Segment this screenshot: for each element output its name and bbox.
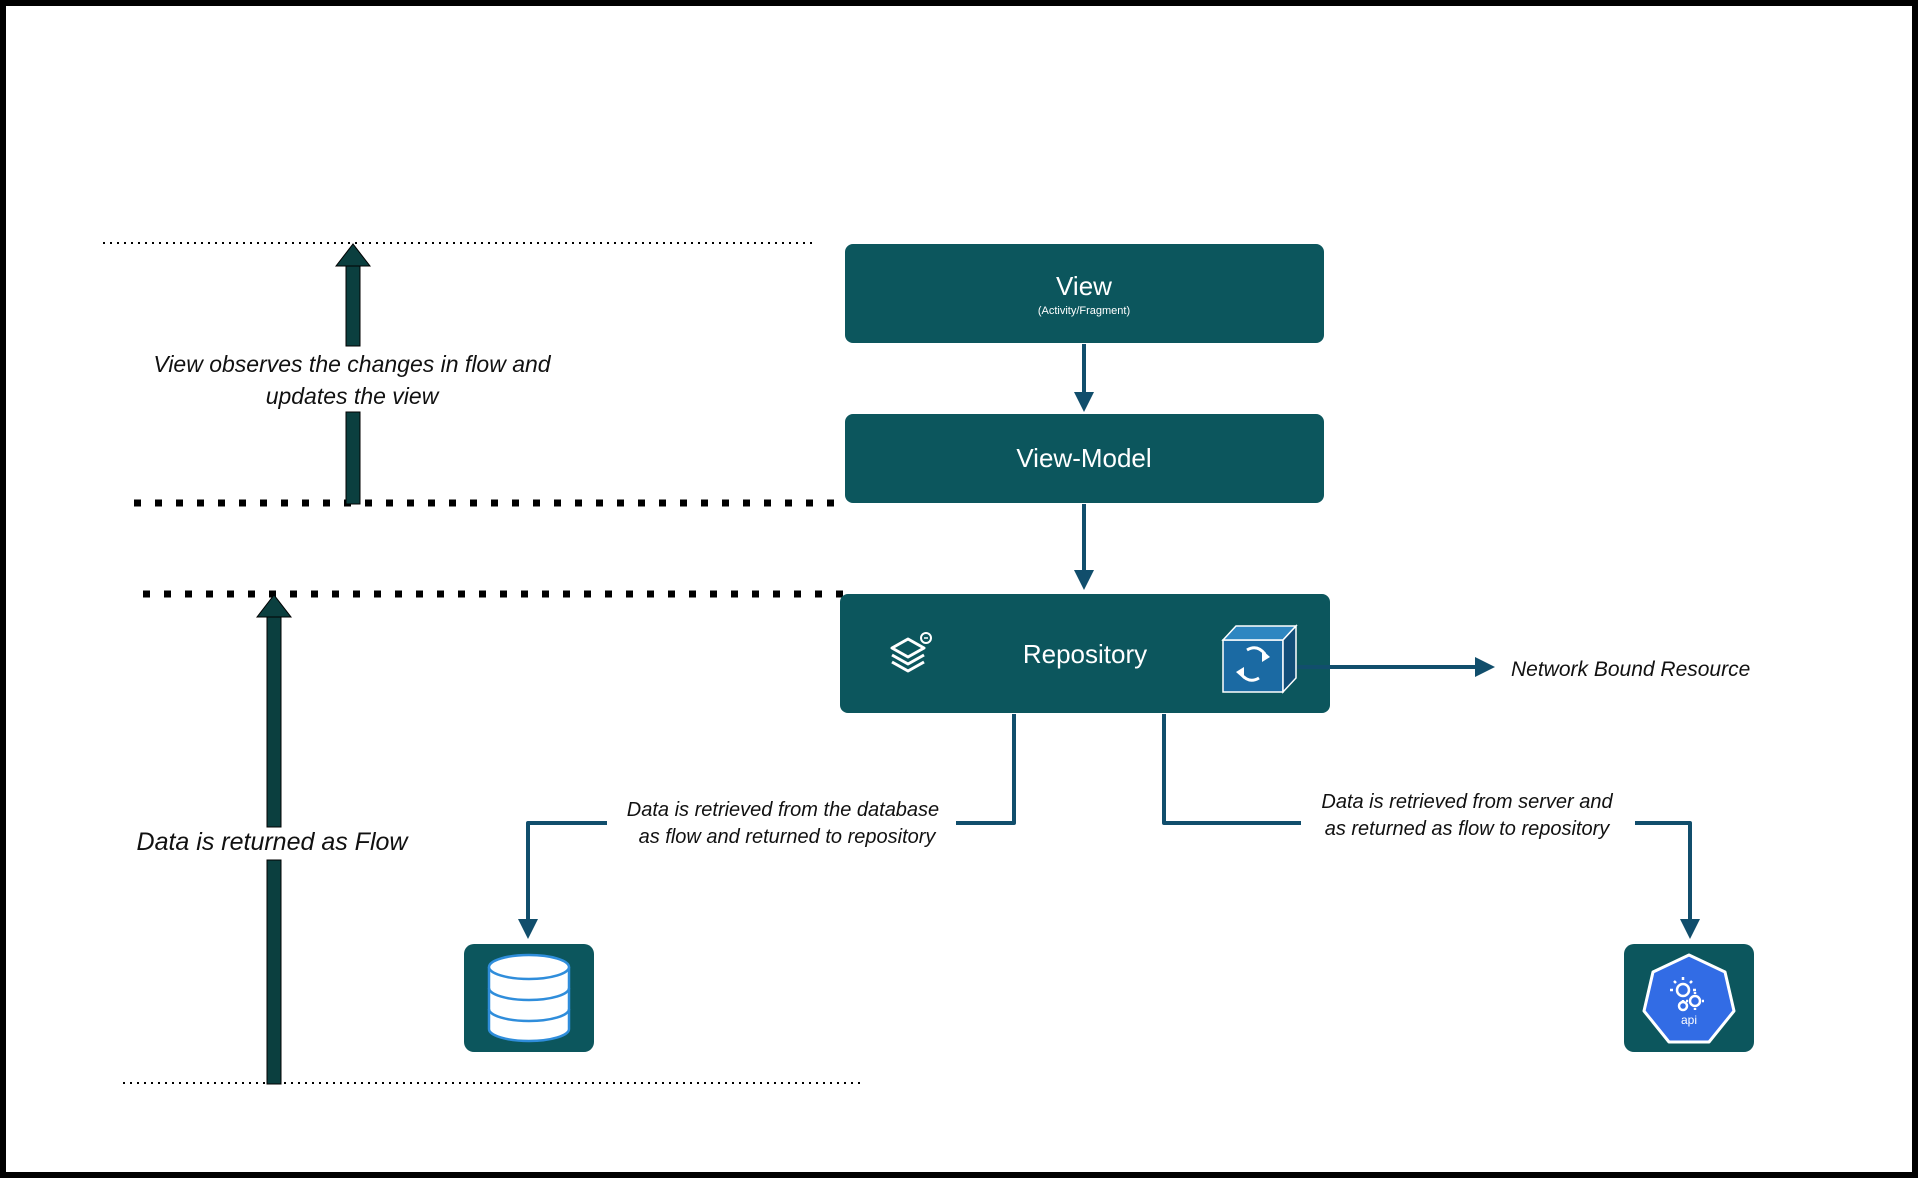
view-box[interactable]: View (Activity/Fragment) [845,244,1324,343]
database-note-backdrop [607,792,956,852]
data-returned-arrow [255,594,293,1085]
database-tile[interactable] [464,944,594,1052]
database-icon [487,953,571,1043]
repository-box[interactable]: Repository [840,594,1330,713]
repository-title: Repository [1023,639,1147,669]
viewmodel-title: View-Model [1016,443,1151,473]
database-note-line2: as flow and returned to repository [639,826,937,848]
api-label: api [1681,1013,1697,1027]
view-title: View [1056,271,1112,301]
sync-cube-icon [1221,624,1298,694]
database-note-line1: Data is retrieved from the database [627,799,939,821]
stacked-layers-icon [890,632,932,673]
view-observes-note-line2: updates the view [266,383,440,409]
view-observes-arrow [334,243,372,505]
viewmodel-box[interactable]: View-Model [845,414,1324,503]
data-returned-note: Data is returned as Flow [137,828,410,856]
kubernetes-api-icon: api [1642,953,1736,1044]
network-bound-note: Network Bound Resource [1511,658,1750,681]
api-tile[interactable]: api [1624,944,1754,1052]
server-note-backdrop [1301,783,1635,843]
view-subtitle: (Activity/Fragment) [1038,305,1130,317]
server-note-line2: as returned as flow to repository [1325,818,1611,840]
server-note-line1: Data is retrieved from server and [1321,791,1613,813]
view-observes-note-line1: View observes the changes in flow and [153,351,551,377]
